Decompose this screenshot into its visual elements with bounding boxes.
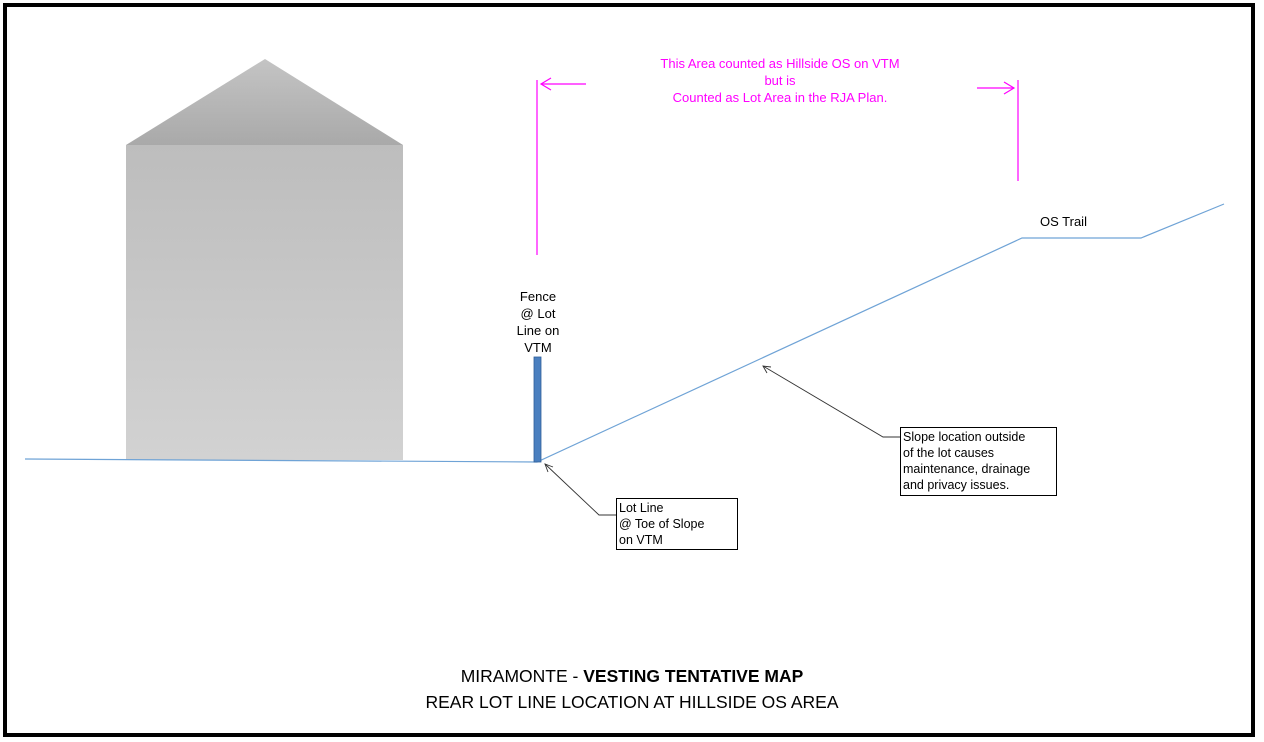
area-note-line3: Counted as Lot Area in the RJA Plan. xyxy=(672,90,888,105)
slope-callout-line2: of the lot causes xyxy=(903,446,995,460)
fence-label: Fence @ Lot Line on VTM xyxy=(500,288,576,356)
slope-callout-line1: Slope location outside xyxy=(903,430,1026,444)
area-right-arrow xyxy=(977,81,1016,95)
fence-label-line1: Fence xyxy=(519,289,557,304)
slope-callout: Slope location outside of the lot causes… xyxy=(900,427,1057,496)
lot-line-callout: Lot Line @ Toe of Slope on VTM xyxy=(616,498,738,550)
hillside-os-area-note: This Area counted as Hillside OS on VTM … xyxy=(600,55,960,106)
drawing-subtitle: REAR LOT LINE LOCATION AT HILLSIDE OS AR… xyxy=(425,692,839,712)
lot-line-callout-line1: Lot Line xyxy=(619,501,664,515)
fence-label-line3: Line on xyxy=(516,323,560,338)
area-note-line2: but is xyxy=(764,73,796,88)
area-left-arrow xyxy=(539,77,586,91)
lot-line-callout-line2: @ Toe of Slope xyxy=(619,517,705,531)
fence-label-line2: @ Lot xyxy=(520,306,556,321)
fence-post xyxy=(533,356,542,463)
title-bold: VESTING TENTATIVE MAP xyxy=(583,666,804,686)
ground-profile-line xyxy=(24,203,1225,463)
fence-label-line4: VTM xyxy=(524,340,552,355)
lot-line-callout-line3: on VTM xyxy=(619,533,663,547)
lot-line-leader xyxy=(544,463,616,516)
slope-callout-line4: and privacy issues. xyxy=(903,478,1010,492)
area-note-line1: This Area counted as Hillside OS on VTM xyxy=(660,56,900,71)
os-trail-label: OS Trail xyxy=(1040,214,1087,229)
slope-callout-line3: maintenance, drainage xyxy=(903,462,1031,476)
house-roof xyxy=(126,59,403,145)
drawing-title: MIRAMONTE - VESTING TENTATIVE MAP xyxy=(0,666,1264,687)
house-wall xyxy=(126,145,403,460)
title-prefix: MIRAMONTE - xyxy=(460,666,584,686)
slope-leader xyxy=(762,365,900,438)
